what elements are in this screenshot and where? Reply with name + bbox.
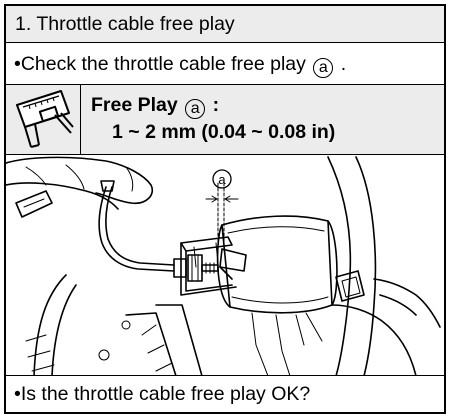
specification-row: Free Play a : 1 ~ 2 mm (0.04 ~ 0.08 in) <box>6 85 444 155</box>
instruction-row: •Check the throttle cable free play a . <box>6 43 444 85</box>
instruction-label: Check the throttle cable free play <box>20 53 306 75</box>
spec-divider <box>80 85 81 155</box>
spec-label: Free Play <box>91 94 178 116</box>
question-label: Is the throttle cable free play OK? <box>20 383 311 405</box>
caliper-icon <box>16 90 74 148</box>
spec-marker-a: a <box>185 99 206 119</box>
illustration-panel: a <box>6 155 444 376</box>
bullet: • <box>14 53 21 75</box>
instruction-period: . <box>340 53 347 75</box>
spec-value: 1 ~ 2 mm (0.04 ~ 0.08 in) <box>112 121 336 143</box>
step-header: 1. Throttle cable free play <box>6 6 444 43</box>
illustration-marker-a: a <box>218 172 226 187</box>
marker-a-circle: a <box>313 58 334 78</box>
question-text: •Is the throttle cable free play OK? <box>14 383 310 406</box>
spec-label-line: Free Play a : <box>91 94 219 119</box>
question-bullet: • <box>14 383 21 405</box>
spec-colon: : <box>212 94 220 116</box>
procedure-page: 1. Throttle cable free play •Check the t… <box>4 4 446 414</box>
instruction-text: •Check the throttle cable free play a . <box>14 53 346 78</box>
question-row: •Is the throttle cable free play OK? <box>6 376 444 412</box>
throttle-cable-illustration: a <box>6 156 441 375</box>
step-title: 1. Throttle cable free play <box>15 13 235 35</box>
